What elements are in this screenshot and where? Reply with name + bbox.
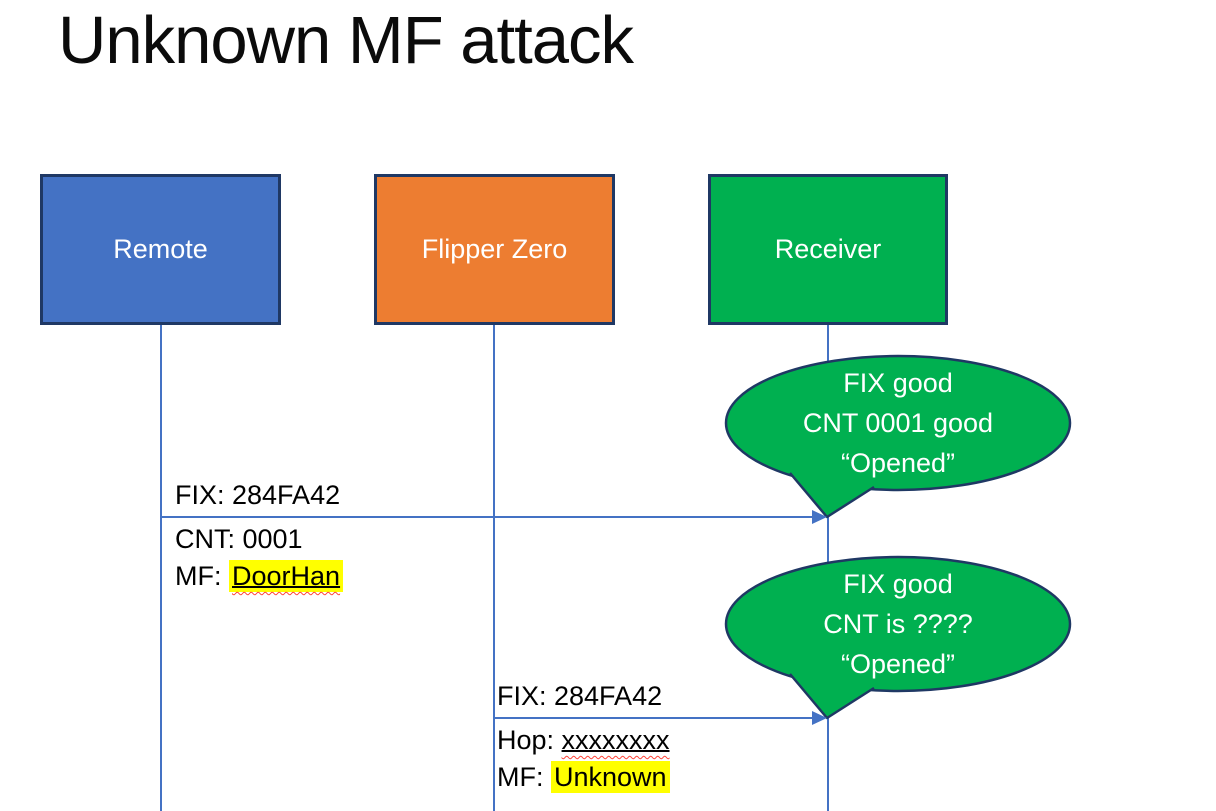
slide-title: Unknown MF attack — [58, 3, 634, 78]
message2-hop-line: Hop: xxxxxxxx — [497, 725, 670, 755]
callout-text: FIX good CNT 0001 good “Opened” — [726, 359, 1070, 487]
message1-cnt-line: CNT: 0001 — [175, 524, 303, 554]
lifeline-flipper-zero — [493, 325, 495, 811]
callout-receiver-response-2: FIX good CNT is ???? “Opened” — [700, 546, 1090, 731]
message1-label-below: CNT: 0001 MF: DoorHan — [175, 521, 344, 595]
callout-text: FIX good CNT is ???? “Opened” — [726, 560, 1070, 688]
callout-line: FIX good — [843, 569, 953, 599]
arrowhead-icon — [812, 510, 827, 524]
actor-label-receiver: Receiver — [774, 234, 882, 264]
underlined-hop-value: xxxxxxxx — [561, 725, 670, 755]
message-arrow-flipper-to-receiver — [495, 717, 813, 719]
message2-label-above: FIX: 284FA42 — [497, 678, 662, 715]
message1-mf-line: MF: DoorHan — [175, 558, 344, 595]
callout-line: CNT is ???? — [823, 609, 973, 639]
arrowhead-icon — [812, 711, 827, 725]
callout-line: CNT 0001 good — [802, 408, 994, 438]
message1-label-above: FIX: 284FA42 — [175, 477, 340, 514]
actor-label-remote: Remote — [113, 234, 208, 264]
speech-bubble-shape — [724, 354, 1072, 519]
actor-label-flipper-zero: Flipper Zero — [421, 234, 568, 264]
message2-fix: FIX: 284FA42 — [497, 681, 663, 711]
lifeline-remote — [160, 325, 162, 811]
callout-line: “Opened” — [840, 448, 956, 478]
callout-line: “Opened” — [840, 649, 956, 679]
message2-label-below: Hop: xxxxxxxx MF: Unknown — [497, 722, 670, 796]
highlighted-unknown: Unknown — [551, 761, 670, 793]
message-arrow-remote-to-receiver — [161, 516, 813, 518]
actor-box-remote: Remote — [40, 174, 281, 325]
highlighted-doorhan: DoorHan — [229, 560, 344, 592]
actor-box-receiver: Receiver — [708, 174, 948, 325]
actor-box-flipper-zero: Flipper Zero — [374, 174, 615, 325]
speech-bubble-shape — [724, 555, 1072, 720]
callout-line: FIX good — [843, 368, 953, 398]
message2-mf-line: MF: Unknown — [497, 759, 670, 796]
callout-receiver-response-1: FIX good CNT 0001 good “Opened” — [700, 345, 1090, 530]
message1-fix: FIX: 284FA42 — [175, 480, 341, 510]
